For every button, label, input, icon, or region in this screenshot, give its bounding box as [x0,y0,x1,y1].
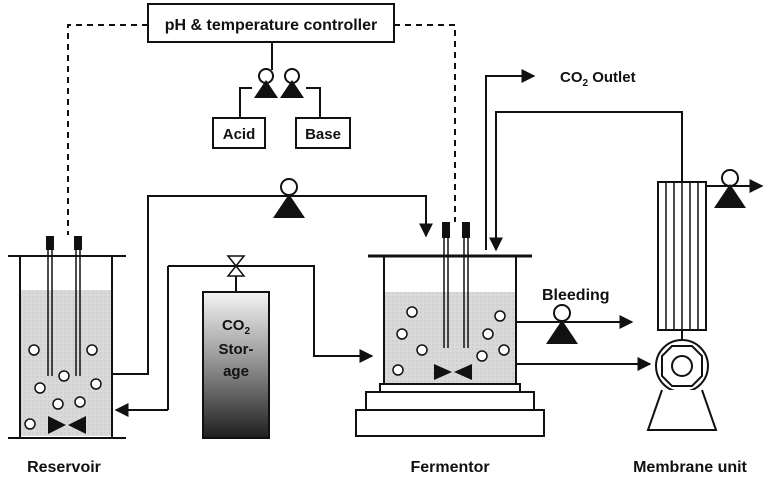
bleeding-label: Bleeding [542,287,610,304]
reservoir-stirrer-icon [48,416,66,434]
fermentor-base [365,391,535,411]
feed-pump-icon [273,178,305,218]
reservoir-probe-icon [46,236,54,250]
reservoir-bubbles [24,344,102,430]
dosing-assembly: Acid Base [212,42,351,149]
control-line-fermentor [394,24,456,222]
base-label: Base [305,126,341,143]
co2-storage: CO2 Stor- age [202,255,270,439]
co2-valve-icon [226,255,246,268]
flow-lines [112,69,764,417]
fermentor-stirrer-icon [434,364,452,380]
membrane-return-line [489,111,683,252]
svg-text:CO2: CO2 [222,317,251,337]
control-line-reservoir [67,24,148,235]
fermentor: Fermentor [355,222,545,476]
reservoir: Reservoir [8,236,126,476]
storage-label-line3: age [223,363,249,380]
fermentor-label: Fermentor [410,459,489,476]
fermentor-probe-icon [442,222,450,238]
acid-label: Acid [223,126,256,143]
fermentor-probe-icon [462,222,470,238]
control-lines [67,24,456,235]
controller: pH & temperature controller [147,3,395,43]
reservoir-liquid [20,290,112,436]
controller-box [147,3,395,43]
co2-feed-line [236,265,374,363]
acid-box [212,117,266,149]
membrane-unit: Membrane unit [633,169,748,476]
reservoir-label: Reservoir [27,459,101,476]
permeate-pump-icon [721,169,739,187]
storage-label-line2: Stor- [219,341,254,358]
controller-label: pH & temperature controller [165,17,377,34]
membrane-label: Membrane unit [633,459,747,476]
reservoir-probe-icon [74,236,82,250]
base-pump-base-icon [280,80,304,98]
feed-line [112,195,433,375]
co2-outlet-line [485,69,536,250]
acid-pump-base-icon [254,80,278,98]
base-box [295,117,351,149]
co2-tank [202,291,270,439]
bleeding-pump-icon [546,304,578,344]
fermentor-bubbles [392,306,510,376]
co2-outlet-label: CO2 Outlet [560,69,636,89]
